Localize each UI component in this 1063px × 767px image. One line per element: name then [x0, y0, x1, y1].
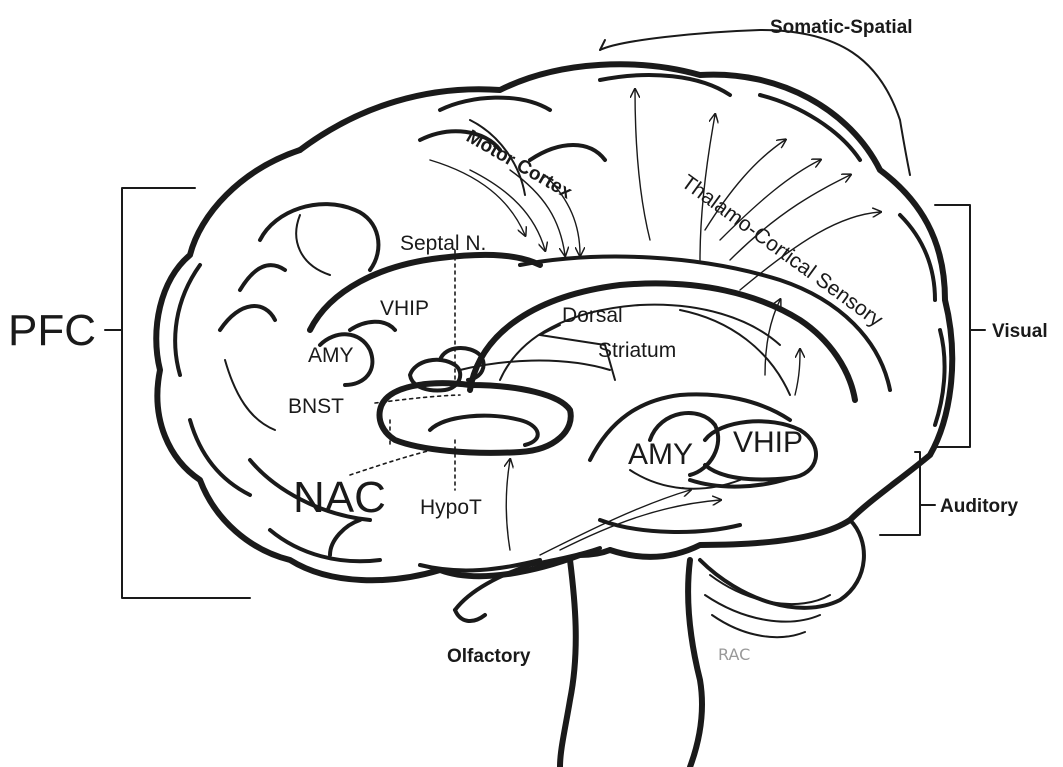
septal-label: Septal N.: [400, 232, 486, 255]
nac-label: NAC: [293, 473, 386, 522]
amy-right-label: AMY: [628, 438, 693, 471]
left-hippocampus-shape: [350, 322, 395, 330]
olfactory-tract: [455, 548, 600, 621]
bnst-label: BNST: [288, 395, 344, 418]
pfc-bracket: [122, 188, 250, 598]
amy-left-label: AMY: [308, 344, 354, 367]
auditory-label: Auditory: [940, 496, 1019, 517]
visual-label: Visual: [992, 321, 1048, 342]
striatum-label: Striatum: [598, 339, 676, 362]
motor-cortex-label: Motor Cortex: [463, 126, 576, 204]
subcortical: [320, 322, 816, 487]
striatum-shape: [380, 383, 571, 453]
hypot-label: HypoT: [420, 496, 482, 519]
somatic-spatial-bracket: [600, 30, 910, 175]
brain-outline: [156, 64, 952, 580]
olfactory-label: Olfactory: [447, 646, 531, 667]
somatic-spatial-label: Somatic-Spatial: [770, 17, 913, 38]
signature-mark: RAC: [718, 645, 750, 664]
brainstem-cerebellum: [560, 520, 864, 767]
vhip-left-label: VHIP: [380, 297, 429, 320]
dashed-lines: [350, 250, 460, 490]
vhip-right-label: VHIP: [733, 426, 803, 459]
pfc-label: PFC: [8, 306, 96, 355]
dorsal-label: Dorsal: [562, 304, 623, 327]
